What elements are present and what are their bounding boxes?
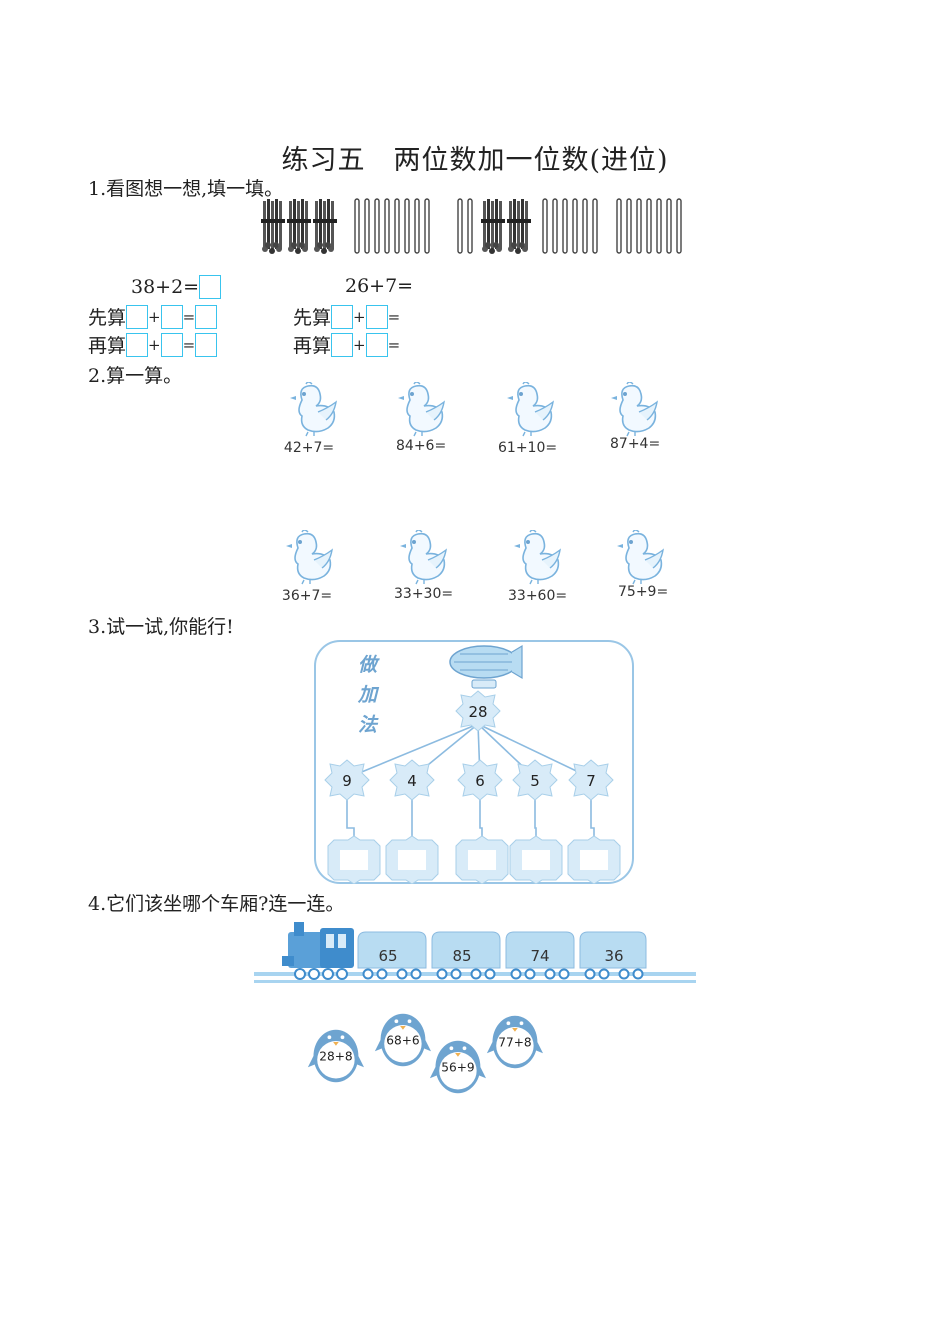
answer-box[interactable] <box>509 835 563 884</box>
answer-box[interactable] <box>160 332 183 357</box>
bird-icon <box>610 381 658 437</box>
bird-icon <box>505 381 554 437</box>
bird-problem: 33+30= <box>392 529 454 602</box>
answer-box[interactable] <box>567 835 621 884</box>
q1-left-step1: 先算 + = <box>88 303 218 330</box>
bird-problem: 84+6= <box>396 381 447 454</box>
answer-box[interactable] <box>385 835 439 884</box>
side-label-3: 法 <box>358 714 378 736</box>
side-label-1: 做 <box>358 654 378 676</box>
penguin-problem: 56+9 <box>441 1061 474 1075</box>
answer-box[interactable] <box>199 275 222 299</box>
plus-sign: + <box>353 307 366 326</box>
penguin[interactable]: 68+6 <box>373 1010 431 1070</box>
bird-problem: 42+7= <box>284 381 338 456</box>
addition-tree: 28 9 4 6 5 7 <box>324 644 621 884</box>
page-title: 练习五 两位数加一位数(进位) <box>281 145 669 176</box>
q1-right-step2: 再算 + = <box>293 331 400 358</box>
q3-heading: 3.试一试,你能行! <box>88 616 234 638</box>
equals-sign: = <box>387 307 401 326</box>
equals-sign: = <box>182 307 196 326</box>
bird-icon <box>289 381 337 437</box>
answer-box[interactable] <box>455 835 509 884</box>
answer-box[interactable] <box>195 304 218 329</box>
answer-box[interactable] <box>365 332 388 357</box>
bird-icon <box>512 529 561 585</box>
airship-icon <box>449 644 523 689</box>
problem-text: 33+30= <box>394 586 454 602</box>
step2-label: 再算 <box>293 335 332 357</box>
car-number: 65 <box>378 947 397 965</box>
problem-text: 36+7= <box>281 588 333 604</box>
train-car[interactable]: 65 <box>357 931 427 980</box>
plus-sign: + <box>148 307 161 326</box>
bird-icon <box>285 529 333 585</box>
penguin-problem: 28+8 <box>319 1050 352 1064</box>
penguin[interactable]: 28+8 <box>306 1026 364 1086</box>
sticks-picture <box>261 198 682 254</box>
q1-left-step2: 再算 + = <box>88 331 218 358</box>
addend-number: 7 <box>586 772 596 790</box>
step1-label: 先算 <box>88 307 127 329</box>
bird-problem: 61+10= <box>498 381 557 456</box>
q1-left-equation: 38+2= <box>131 275 222 299</box>
addend-number: 6 <box>475 772 485 790</box>
problem-text: 84+6= <box>396 438 447 454</box>
penguin-problem: 77+8 <box>498 1036 531 1050</box>
answer-box[interactable] <box>126 304 149 329</box>
answer-box[interactable] <box>331 332 354 357</box>
step1-label: 先算 <box>293 307 332 329</box>
top-number: 28 <box>468 703 487 721</box>
q1-right-equation: 26+7= <box>345 275 413 297</box>
answer-box[interactable] <box>126 332 149 357</box>
car-number: 74 <box>530 947 549 965</box>
problem-text: 61+10= <box>498 440 558 456</box>
addend-number: 4 <box>407 772 417 790</box>
equals-sign: = <box>182 335 196 354</box>
bird-problem: 87+4= <box>608 381 661 452</box>
q1-right-step1: 先算 + = <box>293 303 400 330</box>
problem-text: 33+60= <box>508 588 568 604</box>
q1-right-equation-text: 26+7= <box>345 275 414 297</box>
bird-icon <box>397 381 445 437</box>
penguin[interactable]: 77+8 <box>485 1012 543 1072</box>
train-car[interactable]: 74 <box>505 931 575 980</box>
addend-number: 5 <box>530 772 540 790</box>
q2-heading: 2.算一算。 <box>88 365 183 387</box>
equals-sign: = <box>387 335 401 354</box>
bird-problem: 75+9= <box>612 529 669 600</box>
answer-box[interactable] <box>327 835 381 884</box>
train: 65 85 74 36 <box>254 922 696 983</box>
plus-sign: + <box>353 335 366 354</box>
train-car[interactable]: 36 <box>579 931 647 980</box>
penguin[interactable]: 56+9 <box>428 1037 486 1097</box>
problem-text: 87+4= <box>610 436 661 452</box>
car-number: 36 <box>604 947 623 965</box>
problem-text: 42+7= <box>283 440 335 456</box>
bird-icon <box>398 529 447 585</box>
answer-box[interactable] <box>160 304 183 329</box>
answer-box[interactable] <box>195 332 218 357</box>
bird-icon <box>616 529 664 585</box>
problem-text: 75+9= <box>618 584 669 600</box>
penguin-problem: 68+6 <box>386 1034 419 1048</box>
bird-problem: 36+7= <box>282 529 334 604</box>
addend-number: 9 <box>342 772 352 790</box>
plus-sign: + <box>148 335 161 354</box>
q1-left-equation-text: 38+2= <box>131 276 200 298</box>
q1-heading: 1.看图想一想,填一填。 <box>88 178 284 200</box>
car-number: 85 <box>452 947 471 965</box>
q4-heading: 4.它们该坐哪个车厢?连一连。 <box>88 893 345 915</box>
train-car[interactable]: 85 <box>431 931 501 980</box>
locomotive-icon <box>282 922 354 980</box>
side-label-2: 加 <box>358 684 378 706</box>
bird-problem: 33+60= <box>506 529 568 604</box>
step2-label: 再算 <box>88 335 127 357</box>
answer-box[interactable] <box>365 304 388 329</box>
answer-box[interactable] <box>331 304 354 329</box>
